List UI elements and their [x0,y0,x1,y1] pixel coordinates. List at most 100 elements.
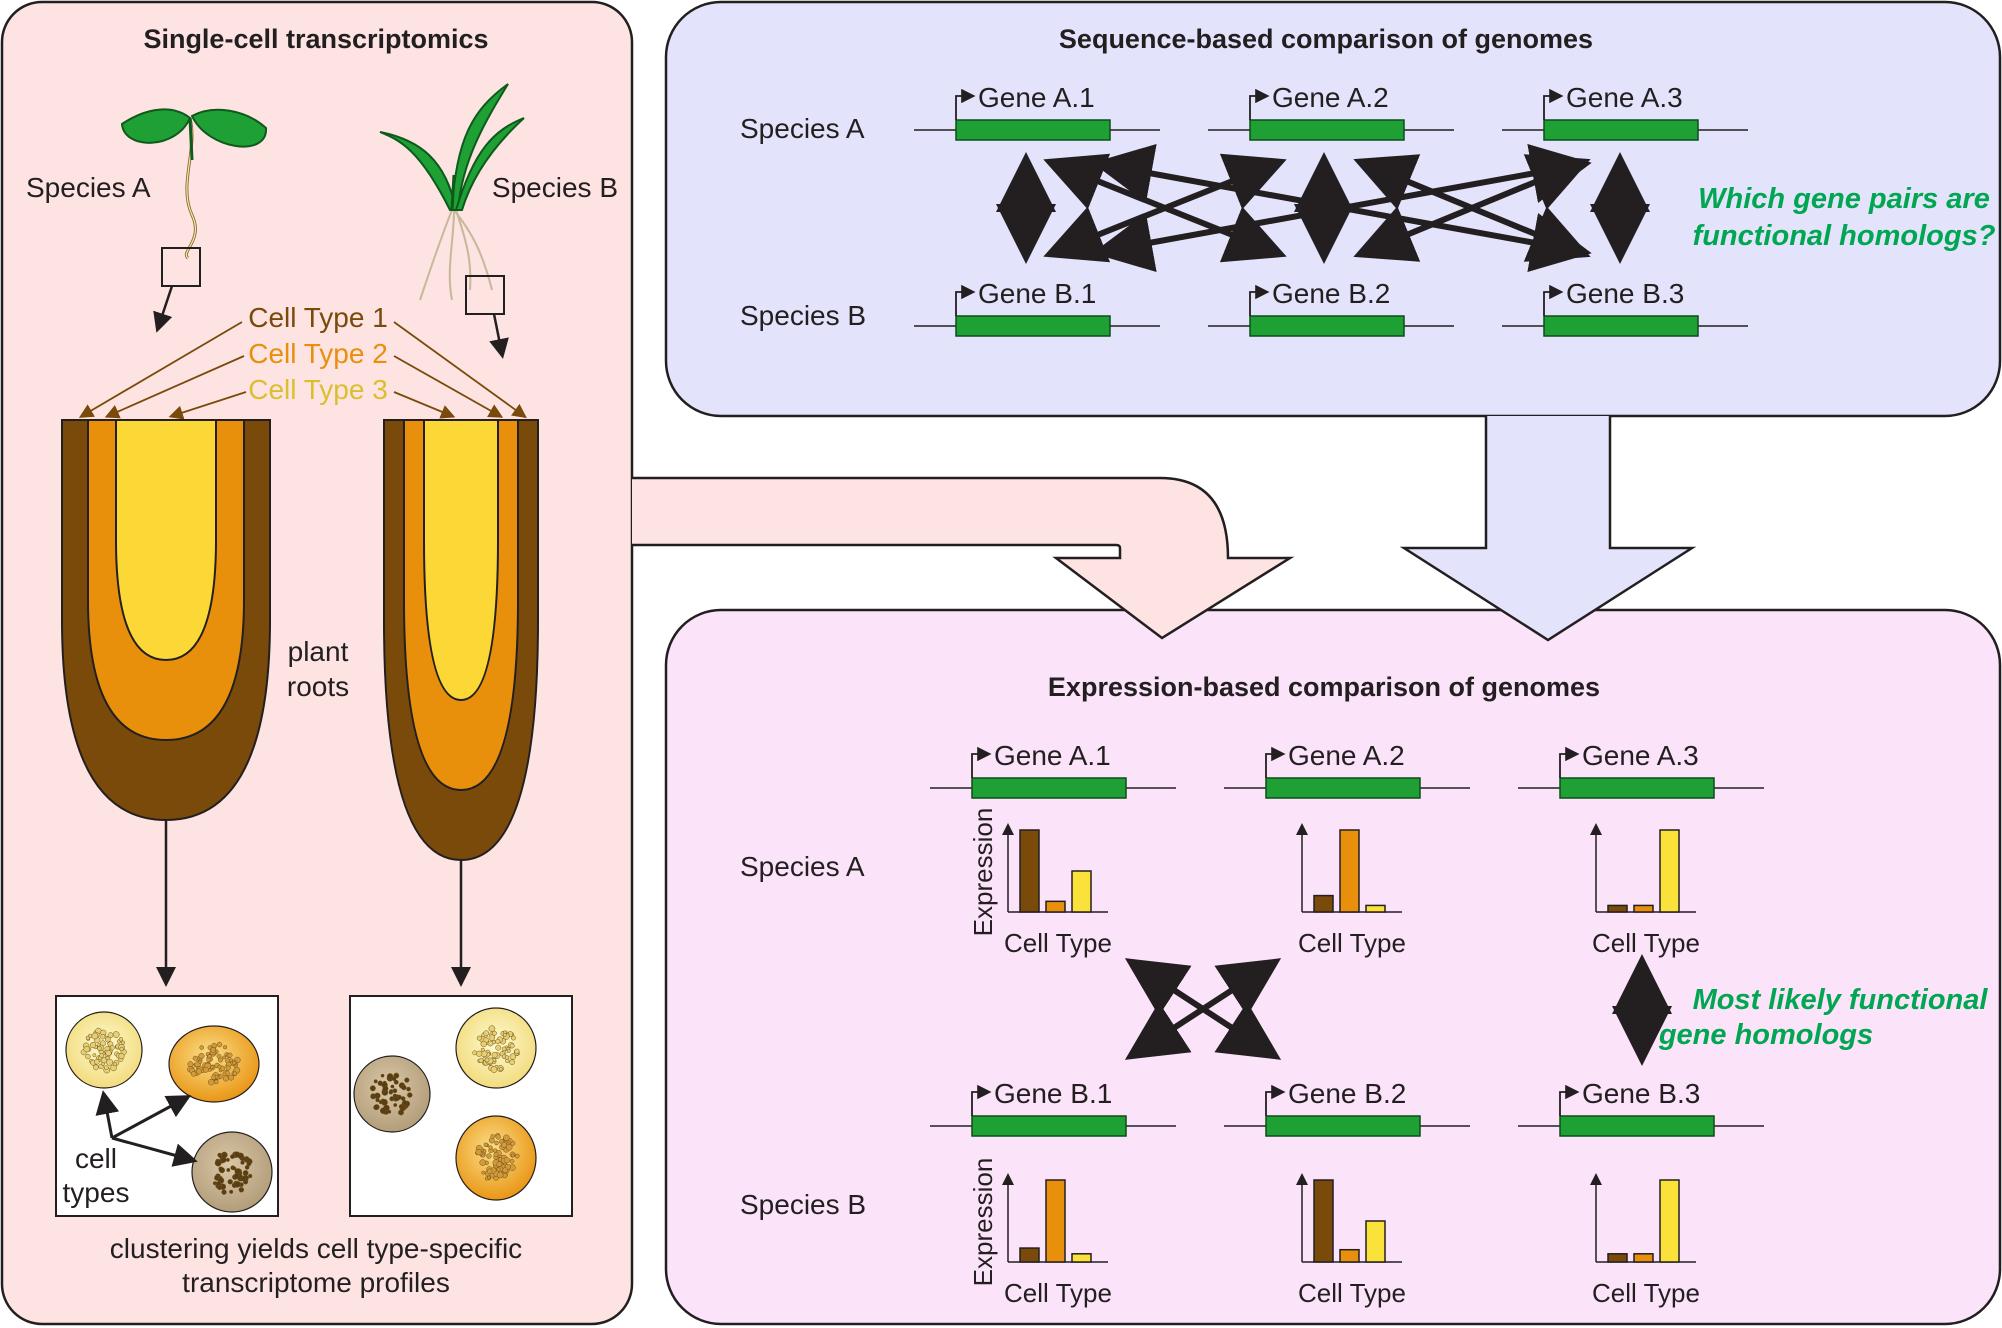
top-gene-a-2-label: Gene A.2 [1272,82,1389,113]
functional-homolog-arrows [1124,954,1672,1066]
chart-b-1-y-label: Expression [968,1158,998,1287]
bottom-gene-a-1-label: Gene A.1 [994,740,1111,771]
sequence-to-expression-arrow [1399,416,1697,642]
chart-b-3-bar-1 [1607,1253,1628,1263]
cell-type-2-cell-b [455,1115,537,1201]
chart-b-2-bar-3 [1365,1220,1386,1263]
chart-b-3-x-label: Cell Type [1592,1278,1700,1308]
chart-a-2-x-label: Cell Type [1298,928,1406,958]
species-b-label-left: Species B [492,172,618,203]
chart-b-1-bar-1 [1019,1247,1040,1263]
top-gene-b-3-label: Gene B.3 [1566,278,1684,309]
zoom-arrow-b [489,313,509,359]
chart-a-3-bar-3 [1659,829,1680,913]
chart-a-1-x-label: Cell Type [1004,928,1112,958]
plant-roots-label-1: plant [288,636,349,667]
question-line-1: Which gene pairs are [1698,183,1990,215]
chart-b-2-x-label: Cell Type [1298,1278,1406,1308]
top-gene-b-3: Gene B.3 [1502,278,1748,337]
bottom-gene-b-1: Gene B.1 [930,1078,1176,1137]
bottom-gene-b-1-label: Gene B.1 [994,1078,1112,1109]
chart-a-2: Cell Type [1296,823,1406,958]
top-gene-a-1: Gene A.1 [914,82,1160,141]
bottom-gene-a-1: Gene A.1 [930,740,1176,799]
zoom-arrow-a [153,285,174,333]
cell-type-2-label: Cell Type 2 [248,338,388,369]
cell-type-2-cell-a [168,1025,260,1103]
top-gene-a-1-label: Gene A.1 [978,82,1095,113]
chart-b-3-bar-3 [1659,1179,1680,1263]
expression-title: Expression-based comparison of genomes [1048,672,1600,702]
bottom-gene-b-3-label: Gene B.3 [1582,1078,1700,1109]
seedling-b-icon [379,83,525,301]
top-gene-a-2: Gene A.2 [1208,82,1454,141]
top-species-b-label: Species B [740,300,866,331]
top-gene-a-3: Gene A.3 [1502,82,1748,141]
bottom-species-a-label: Species A [740,851,865,882]
chart-b-3: Cell Type [1590,1173,1700,1308]
bottom-gene-a-3: Gene A.3 [1518,740,1764,799]
seedling-a-icon [120,108,268,260]
single-cell-to-expression-arrow [632,476,1295,640]
chart-b-1-x-label: Cell Type [1004,1278,1112,1308]
homolog-candidate-arrows [996,143,1650,273]
conclusion-line-2: gene homologs [1658,1019,1873,1051]
cell-type-1-cell-b [353,1055,431,1133]
top-gene-b-2-label: Gene B.2 [1272,278,1390,309]
top-gene-a-3-label: Gene A.3 [1566,82,1683,113]
bottom-gene-a-3-label: Gene A.3 [1582,740,1699,771]
cell-type-3-cell-b [455,1007,537,1089]
question-line-2: functional homologs? [1693,220,1996,252]
cell-type-3-cell-a [65,1011,143,1089]
bottom-gene-a-2-label: Gene A.2 [1288,740,1405,771]
plant-roots-label-2: roots [287,671,349,702]
cell-type-pointers [78,321,527,420]
top-gene-b-1-label: Gene B.1 [978,278,1096,309]
conclusion-line-1: Most likely functional [1693,984,1989,1016]
bottom-gene-b-2: Gene B.2 [1224,1078,1470,1137]
species-a-label-left: Species A [26,172,151,203]
chart-a-1-bar-3 [1071,870,1092,913]
top-gene-b-1: Gene B.1 [914,278,1160,337]
chart-a-3-bar-2 [1633,904,1654,913]
bottom-species-b-label: Species B [740,1189,866,1220]
chart-a-2-bar-2 [1339,829,1360,913]
clustering-caption-1: clustering yields cell type-specific [110,1233,522,1264]
cell-type-pointer-arrows [95,1090,198,1167]
cell-type-3-label: Cell Type 3 [248,374,388,405]
cell-clusters [65,1007,537,1213]
chart-a-3-x-label: Cell Type [1592,928,1700,958]
bottom-gene-b-3: Gene B.3 [1518,1078,1764,1137]
chart-a-1-bar-2 [1045,900,1066,913]
chart-a-1-y-label: Expression [968,808,998,937]
bottom-gene-b-2-label: Gene B.2 [1288,1078,1406,1109]
chart-a-3-bar-1 [1607,904,1628,913]
root-zoom-box-a [161,247,201,287]
cell-type-1-label: Cell Type 1 [248,302,388,333]
root-b-diagram [383,419,539,862]
chart-b-3-bar-2 [1633,1253,1654,1263]
chart-a-2-bar-3 [1365,904,1386,913]
cell-type-1-cell-a [191,1131,273,1213]
chart-b-2-bar-1 [1313,1179,1334,1263]
top-species-a-label: Species A [740,113,865,144]
single-cell-title: Single-cell transcriptomics [143,24,488,54]
cell-types-label-1: cell [75,1143,117,1174]
bottom-gene-a-2: Gene A.2 [1224,740,1470,799]
clustering-caption-2: transcriptome profiles [182,1267,450,1298]
cell-types-label-2: types [63,1177,130,1208]
chart-a-1-bar-1 [1019,829,1040,913]
chart-a-2-bar-1 [1313,894,1334,913]
sequence-title: Sequence-based comparison of genomes [1059,24,1593,54]
chart-b-1-bar-2 [1045,1179,1066,1263]
root-a-diagram [61,419,271,822]
chart-b-2: Cell Type [1296,1173,1406,1308]
chart-b-1-bar-3 [1071,1253,1092,1263]
chart-a-3: Cell Type [1590,823,1700,958]
